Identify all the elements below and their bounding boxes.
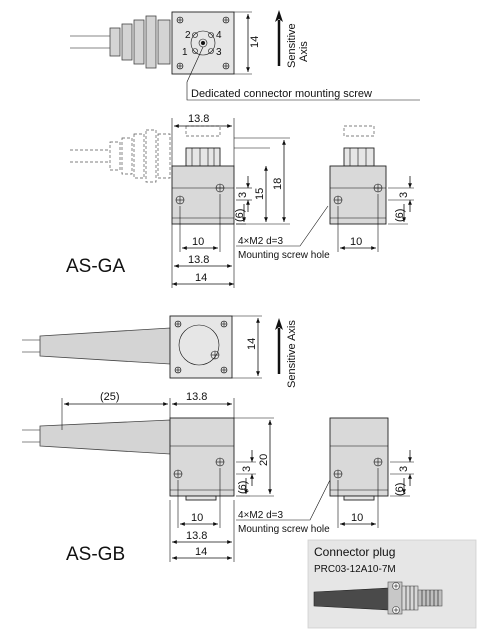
- gb-dim-3: 3: [241, 466, 253, 472]
- sensor-body-side-gb: [329, 417, 389, 497]
- front-view-gb: (25) 13.8 3 (6) 20 10 13.8 14 AS-GB 4×M2…: [22, 391, 331, 565]
- gb-dim-top-13-8: 13.8: [186, 391, 207, 403]
- side-view-gb: 3 (6) 10: [329, 417, 414, 528]
- ga-title: AS-GA: [66, 256, 125, 277]
- gb-dim-25: (25): [100, 391, 120, 403]
- ga-dim-6: (6): [234, 209, 246, 222]
- ga-side-dim-3: 3: [398, 192, 410, 198]
- pin-label-3: 3: [216, 47, 222, 58]
- front-view-ga: 13.8 3 (6) 15 18 10 13.8 14 AS-GA: [66, 113, 330, 288]
- dim-14-top: 14: [249, 36, 261, 48]
- gb-title: AS-GB: [66, 544, 125, 565]
- gb-side-dim-3: 3: [398, 466, 410, 472]
- gb-dim-bottom-13-8: 13.8: [186, 530, 207, 542]
- top-view-gb: 14 Sensitive Axis: [22, 315, 298, 388]
- cable-ga-top: [70, 15, 171, 69]
- sensor-body-front-gb: [169, 417, 235, 497]
- gb-dim-20: 20: [258, 454, 270, 466]
- corner-screw-icons: [176, 16, 230, 70]
- sensor-body-side-ga: [329, 165, 387, 225]
- ga-dim-15: 15: [254, 188, 266, 200]
- pin-label-2: 2: [185, 30, 191, 41]
- axis-label-line1: Sensitive: [286, 23, 298, 68]
- gb-dim-14: 14: [195, 546, 207, 558]
- gb-axis-label: Sensitive Axis: [286, 320, 298, 388]
- connector-screw-callout: Dedicated connector mounting screw: [191, 88, 372, 100]
- gb-screw-spec: 4×M2 d=3: [238, 510, 283, 521]
- pin-label-1: 1: [182, 47, 188, 58]
- sensor-body-front-ga: [171, 165, 235, 225]
- sensitive-axis-arrow-icon: [275, 10, 283, 22]
- top-view-ga: 2 4 1 3 14 Sensitive Axis Dedicated conn…: [70, 10, 420, 101]
- pin-label-4: 4: [216, 30, 222, 41]
- gb-dim-14-top: 14: [246, 338, 258, 350]
- connector-cable: [313, 587, 391, 611]
- ga-dim-14: 14: [195, 272, 207, 284]
- ga-dim-10: 10: [192, 236, 204, 248]
- ga-dim-3: 3: [237, 192, 249, 198]
- cable-gb-top: [39, 327, 171, 365]
- gb-dim-6: (6): [237, 481, 249, 494]
- ga-dim-bottom-13-8: 13.8: [188, 254, 209, 266]
- ga-dim-top-13-8: 13.8: [188, 113, 209, 125]
- ga-dim-18: 18: [272, 178, 284, 190]
- connector-pins: [190, 30, 216, 56]
- ga-side-dim-10: 10: [350, 236, 362, 248]
- gb-side-dim-10: 10: [351, 512, 363, 524]
- axis-label-line2: Axis: [298, 41, 310, 62]
- connector-plug-panel: Connector plug PRC03-12A10-7M: [307, 539, 477, 629]
- connector-part-number: PRC03-12A10-7M: [314, 564, 396, 575]
- cable-gb-front: [39, 419, 171, 455]
- ga-screw-label: Mounting screw hole: [238, 250, 330, 261]
- gb-side-dim-6: (6): [394, 483, 406, 496]
- side-view-ga: 3 (6) 10: [329, 125, 414, 252]
- gb-sensitive-axis-arrow-icon: [275, 318, 283, 330]
- ga-side-dim-6: (6): [394, 209, 406, 222]
- gb-dim-10: 10: [191, 512, 203, 524]
- connector-title: Connector plug: [314, 545, 395, 559]
- gb-screw-label: Mounting screw hole: [238, 524, 330, 535]
- ga-screw-spec: 4×M2 d=3: [238, 236, 283, 247]
